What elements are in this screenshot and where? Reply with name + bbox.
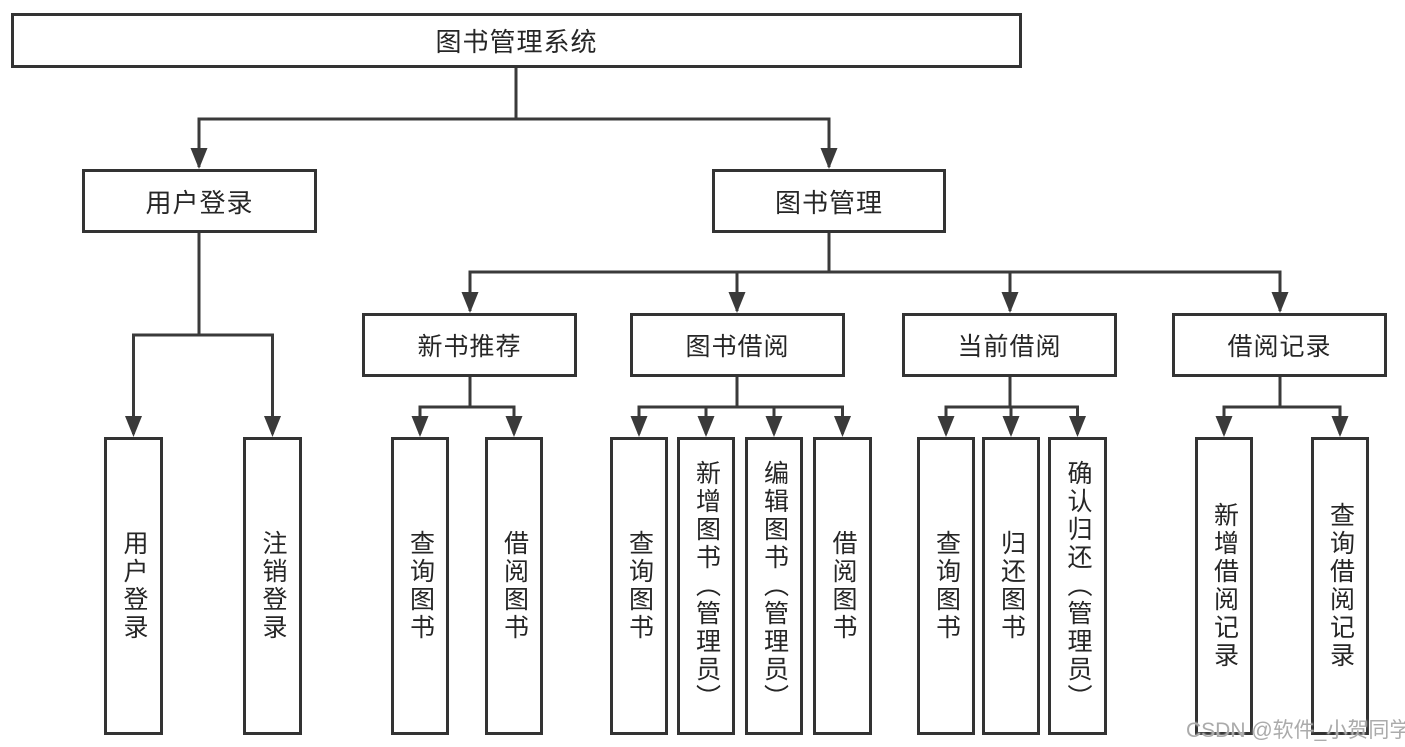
arrowhead	[125, 416, 142, 437]
node-user-login: 用户登录	[82, 169, 317, 233]
leaf-add-book-admin-label: 新增图书（管理员）	[692, 460, 721, 712]
connector-line	[637, 405, 844, 434]
leaf-borrow-books-1-label: 借阅图书	[500, 530, 529, 642]
connector-line	[1222, 405, 1342, 434]
leaf-confirm-return-admin: 确认归还（管理员）	[1048, 437, 1107, 735]
leaf-return-book-label: 归还图书	[997, 530, 1026, 642]
leaf-confirm-return-admin-label: 确认归还（管理员）	[1064, 460, 1092, 712]
leaf-borrow-books-2-label: 借阅图书	[829, 530, 857, 642]
leaf-query-books-3: 查询图书	[917, 437, 975, 735]
connector-line	[468, 270, 1282, 311]
leaf-query-books-2-label: 查询图书	[625, 530, 654, 642]
leaf-logout-label: 注销登录	[259, 530, 287, 642]
connector-line	[197, 117, 831, 167]
leaf-user-login: 用户登录	[104, 437, 163, 735]
leaf-borrow-books-1: 借阅图书	[485, 437, 543, 735]
leaf-return-book: 归还图书	[982, 437, 1040, 735]
arrowhead	[505, 416, 523, 437]
node-borrow-records-label: 借阅记录	[1227, 333, 1332, 361]
arrowhead	[937, 416, 955, 437]
arrowhead	[190, 148, 208, 169]
arrowhead	[1271, 292, 1289, 313]
leaf-user-login-label: 用户登录	[120, 530, 148, 642]
node-book-management-label: 图书管理	[774, 187, 883, 218]
connector-line	[418, 405, 516, 434]
node-book-management: 图书管理	[712, 169, 946, 233]
arrowheads	[125, 148, 1349, 437]
arrowhead	[1215, 416, 1233, 437]
arrowhead	[834, 416, 851, 437]
leaf-add-book-admin: 新增图书（管理员）	[677, 437, 735, 735]
arrowhead	[411, 416, 429, 437]
node-current-borrow-label: 当前借阅	[957, 333, 1062, 361]
leaf-edit-book-admin: 编辑图书（管理员）	[745, 437, 803, 735]
node-book-borrow-label: 图书借阅	[685, 333, 790, 361]
connector-lines	[132, 68, 1342, 434]
arrowhead	[264, 416, 281, 437]
leaf-query-books-1: 查询图书	[391, 437, 449, 735]
arrowhead	[820, 148, 838, 169]
leaf-query-books-1-label: 查询图书	[406, 530, 435, 642]
arrowhead	[1069, 416, 1086, 437]
arrowhead	[461, 292, 479, 313]
arrowhead	[1331, 416, 1349, 437]
leaf-edit-book-admin-label: 编辑图书（管理员）	[760, 460, 789, 712]
node-current-borrow: 当前借阅	[902, 313, 1117, 377]
arrowhead	[728, 292, 746, 313]
arrowhead	[630, 416, 648, 437]
leaf-add-borrow-record: 新增借阅记录	[1195, 437, 1253, 735]
arrowhead	[697, 416, 715, 437]
leaf-query-borrow-record-label: 查询借阅记录	[1326, 502, 1355, 670]
node-new-book-recommend-label: 新书推荐	[417, 333, 522, 361]
leaf-query-books-2: 查询图书	[610, 437, 668, 735]
connector-line	[132, 333, 274, 434]
leaf-borrow-books-2: 借阅图书	[813, 437, 872, 735]
node-root: 图书管理系统	[11, 13, 1022, 68]
node-book-borrow: 图书借阅	[630, 313, 845, 377]
watermark: CSDN @软件_小贺同学	[1186, 719, 1405, 742]
arrowhead	[1002, 416, 1020, 437]
node-new-book-recommend: 新书推荐	[362, 313, 577, 377]
node-user-login-label: 用户登录	[145, 187, 254, 218]
arrowhead	[765, 416, 783, 437]
arrowhead	[1001, 292, 1019, 313]
node-borrow-records: 借阅记录	[1172, 313, 1387, 377]
leaf-query-borrow-record: 查询借阅记录	[1311, 437, 1369, 735]
node-root-label: 图书管理系统	[435, 27, 598, 57]
leaf-query-books-3-label: 查询图书	[932, 530, 961, 642]
leaf-add-borrow-record-label: 新增借阅记录	[1210, 502, 1239, 670]
leaf-logout: 注销登录	[243, 437, 302, 735]
